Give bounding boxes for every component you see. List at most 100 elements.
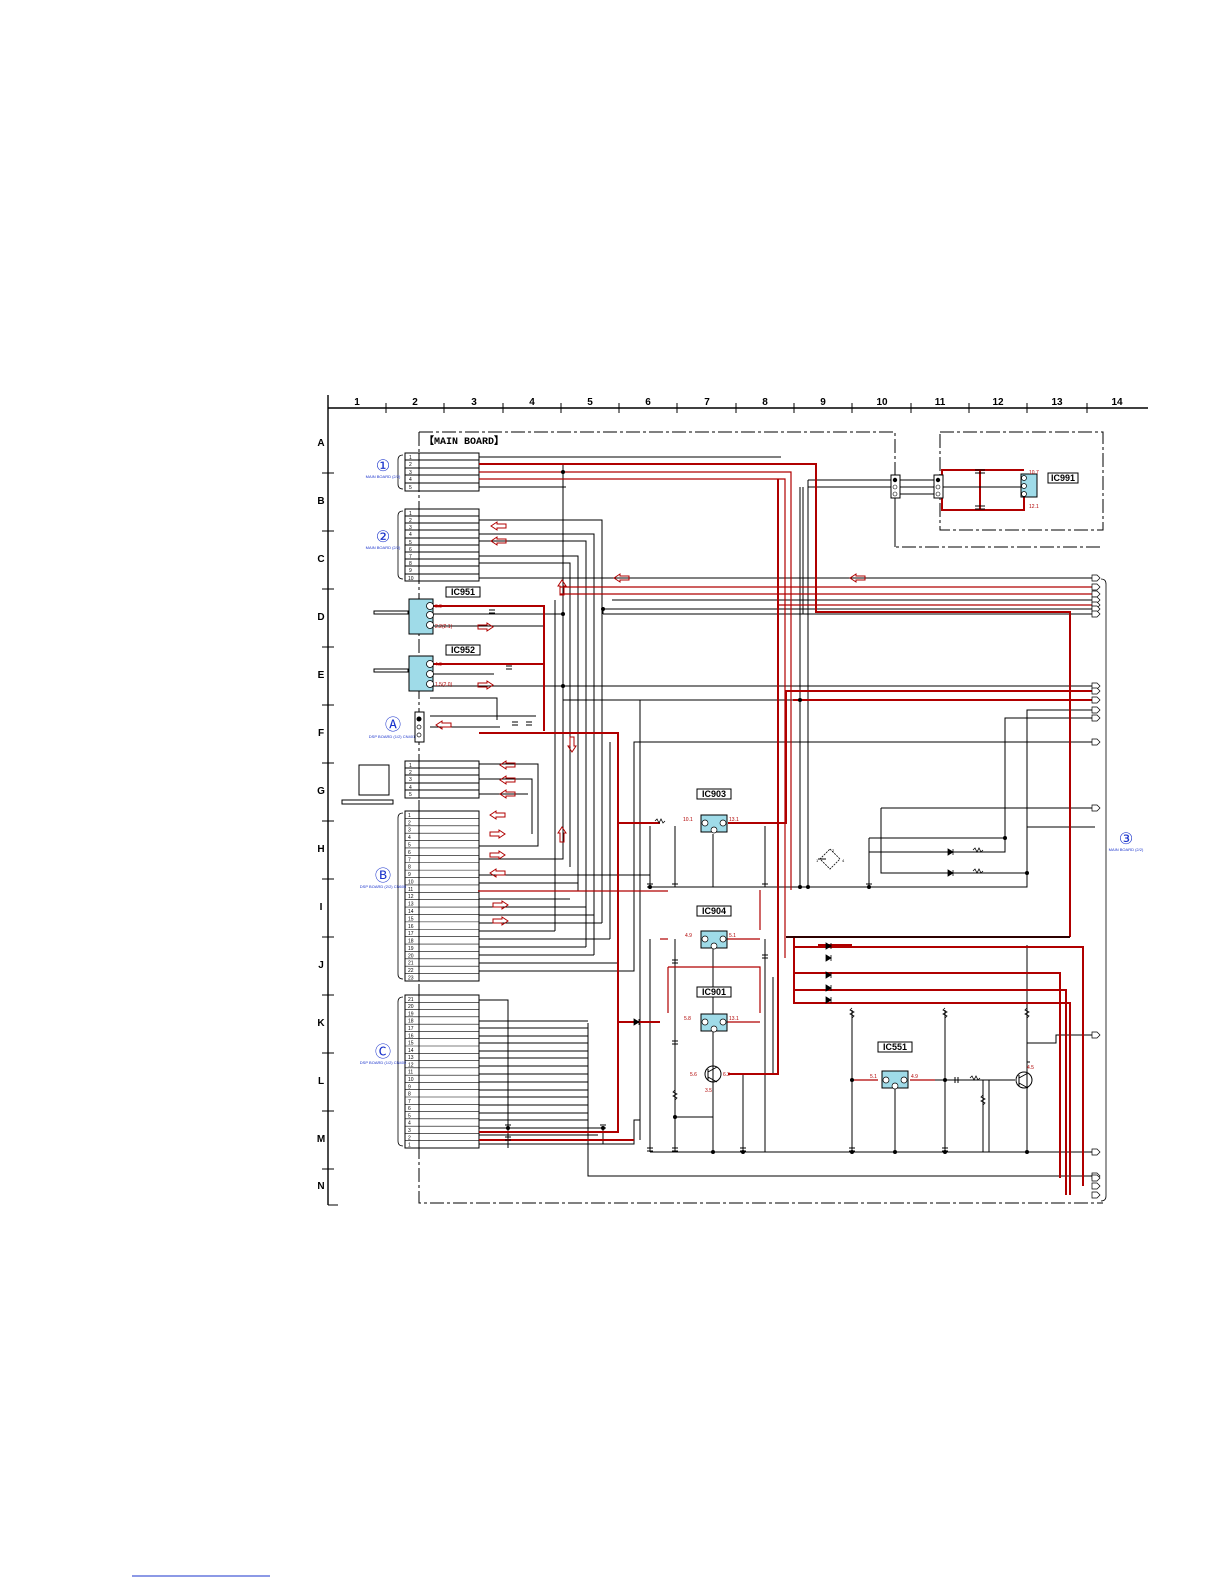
pin-number: 1 (408, 1143, 411, 1149)
col-label: 12 (992, 397, 1004, 408)
voltage-label: 10.1 (683, 817, 693, 823)
ic551-label: IC551 (883, 1042, 907, 1052)
pin-number: 3 (409, 525, 412, 531)
col-label: 8 (762, 397, 768, 408)
row-label: B (317, 496, 324, 507)
pin-number: 1 (409, 455, 412, 461)
connector-mark-1: ① (376, 458, 390, 475)
voltage-label: 3.5 (705, 1088, 712, 1094)
ic952-label: IC952 (451, 645, 475, 655)
pin-number: 19 (408, 946, 414, 952)
connector-block-1 (404, 452, 480, 492)
pin-number: 4 (408, 835, 411, 841)
terminal-arrow (1091, 590, 1101, 598)
ic904: IC904 (696, 905, 732, 950)
pin-number: 5 (409, 792, 412, 798)
terminal-arrows (1091, 574, 1101, 1199)
connector-block-g (404, 760, 480, 799)
pin-number: 10 (408, 576, 414, 582)
voltage-label: 13.1 (729, 1016, 739, 1022)
connector-a-block (414, 711, 425, 743)
pin-number: 2 (408, 820, 411, 826)
connector-mark-3: ③ (1119, 831, 1133, 848)
col-label: 2 (412, 397, 418, 408)
col-label: 10 (876, 397, 888, 408)
col-label: 13 (1051, 397, 1063, 408)
column-labels: 1 2 3 4 5 6 7 8 9 10 11 12 13 14 (354, 397, 1123, 408)
terminal-arrow (1091, 687, 1101, 695)
svg-text:1: 1 (816, 858, 819, 863)
terminal-arrow (1091, 714, 1101, 722)
pin-number: 3 (408, 1128, 411, 1134)
pin-number: 9 (408, 872, 411, 878)
terminal-arrow (1091, 583, 1101, 591)
pin-number: 14 (408, 909, 414, 915)
heatsink-bars (341, 610, 409, 805)
pin-number: 4 (409, 532, 412, 538)
pin-number: 9 (408, 1084, 411, 1090)
connector-label-a: DSP BOARD (1/2) CN401 (369, 734, 416, 739)
pin-number: 18 (408, 939, 414, 945)
voltage-label: 12.1 (1029, 504, 1039, 510)
pin-number: 3 (409, 777, 412, 783)
diodes (633, 848, 954, 1026)
pin-number: 5 (408, 1113, 411, 1119)
pin-number: 12 (408, 1062, 414, 1068)
terminal-arrow (1091, 610, 1101, 618)
ic903-label: IC903 (702, 789, 726, 799)
pin-number: 15 (408, 1041, 414, 1047)
pin-number: 13 (408, 1055, 414, 1061)
terminal-arrow (1091, 1031, 1101, 1039)
power-traces (430, 463, 1095, 1195)
pin-number: 12 (408, 894, 414, 900)
voltage-label: 10.7 (1029, 470, 1039, 476)
pin-number: 3 (408, 828, 411, 834)
pin-number: 10 (408, 879, 414, 885)
pin-number: 20 (408, 1004, 414, 1010)
grid-frame (322, 395, 1148, 1206)
pin-number: 4 (408, 1121, 411, 1127)
voltage-label: 4.9 (911, 1074, 918, 1080)
voltage-label: 1.5(2.0) (435, 682, 453, 688)
pin-number: 17 (408, 931, 414, 937)
pin-number: 8 (408, 865, 411, 871)
terminal-arrow (1091, 1191, 1101, 1199)
row-label: A (317, 438, 324, 449)
col-label: 1 (354, 397, 360, 408)
voltage-label: 4.9 (685, 933, 692, 939)
pin-number: 2 (409, 518, 412, 524)
svg-text:4: 4 (842, 858, 845, 863)
pin-number: 5 (409, 540, 412, 546)
col-label: 5 (587, 397, 593, 408)
ic903: IC903 (696, 788, 732, 834)
ic951: IC951 (408, 586, 481, 635)
pin-number: 18 (408, 1019, 414, 1025)
connector-mark-2: ② (376, 529, 390, 546)
pin-number: 5 (408, 842, 411, 848)
row-label: N (317, 1181, 324, 1192)
pin-number: 8 (408, 1092, 411, 1098)
voltage-label: 4.5 (1027, 1065, 1034, 1071)
signal-traces (430, 456, 1095, 1177)
voltage-label: 5.6 (690, 1072, 697, 1078)
pin-number: 6 (409, 547, 412, 553)
pin-number: 1 (408, 813, 411, 819)
ic951-label: IC951 (451, 587, 475, 597)
pin-number: 11 (408, 887, 413, 893)
pin-number: 7 (408, 857, 411, 863)
pin-number: 14 (408, 1048, 414, 1054)
bridge-rectifier: 2 4 1 (816, 848, 845, 870)
pin-number: 1 (409, 763, 412, 769)
pin-number: 7 (408, 1099, 411, 1105)
pin-number: 1 (409, 511, 412, 517)
ic991-label: IC991 (1051, 473, 1075, 483)
row-label: C (317, 554, 324, 565)
power-traces-thin (478, 471, 1095, 1081)
pin-lines-b (405, 818, 479, 974)
connector-block-2 (404, 508, 480, 582)
voltage-label: 6.2 (723, 1072, 730, 1078)
col-label: 3 (471, 397, 477, 408)
row-label: G (317, 786, 325, 797)
pin-number: 9 (409, 568, 412, 574)
